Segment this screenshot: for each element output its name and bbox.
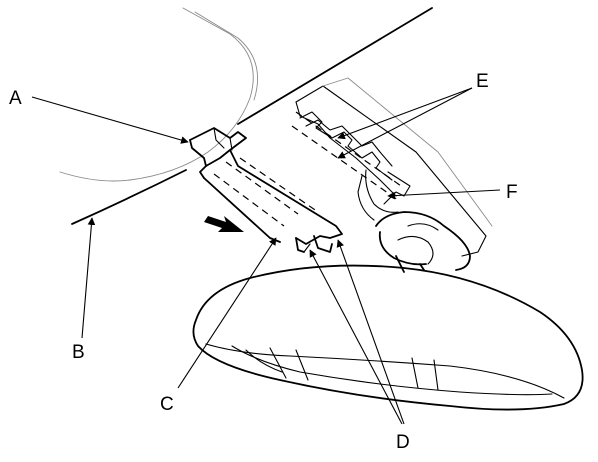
leader-E2 xyxy=(337,87,473,159)
mirror-mount-base xyxy=(291,111,411,221)
leader-A xyxy=(31,96,189,144)
headliner-edge xyxy=(71,169,187,225)
label-A: A xyxy=(9,88,22,109)
rearview-mirror xyxy=(192,264,584,411)
slide-direction-arrow xyxy=(204,216,244,232)
label-B: B xyxy=(72,342,85,363)
label-C: C xyxy=(160,394,174,415)
roof-line xyxy=(237,7,433,125)
leader-F xyxy=(387,189,501,200)
mirror-bracket xyxy=(189,127,343,253)
mirror-stem xyxy=(375,211,471,273)
label-E: E xyxy=(476,71,489,92)
label-D: D xyxy=(396,432,410,453)
leader-E1 xyxy=(337,87,473,140)
leader-D1 xyxy=(309,249,403,425)
headliner-panel xyxy=(295,77,493,257)
windshield-glass xyxy=(59,7,259,182)
leader-D2 xyxy=(336,239,405,425)
leader-C xyxy=(177,237,277,389)
leader-lines xyxy=(31,87,501,425)
leader-B xyxy=(81,217,96,339)
label-F: F xyxy=(506,182,518,203)
